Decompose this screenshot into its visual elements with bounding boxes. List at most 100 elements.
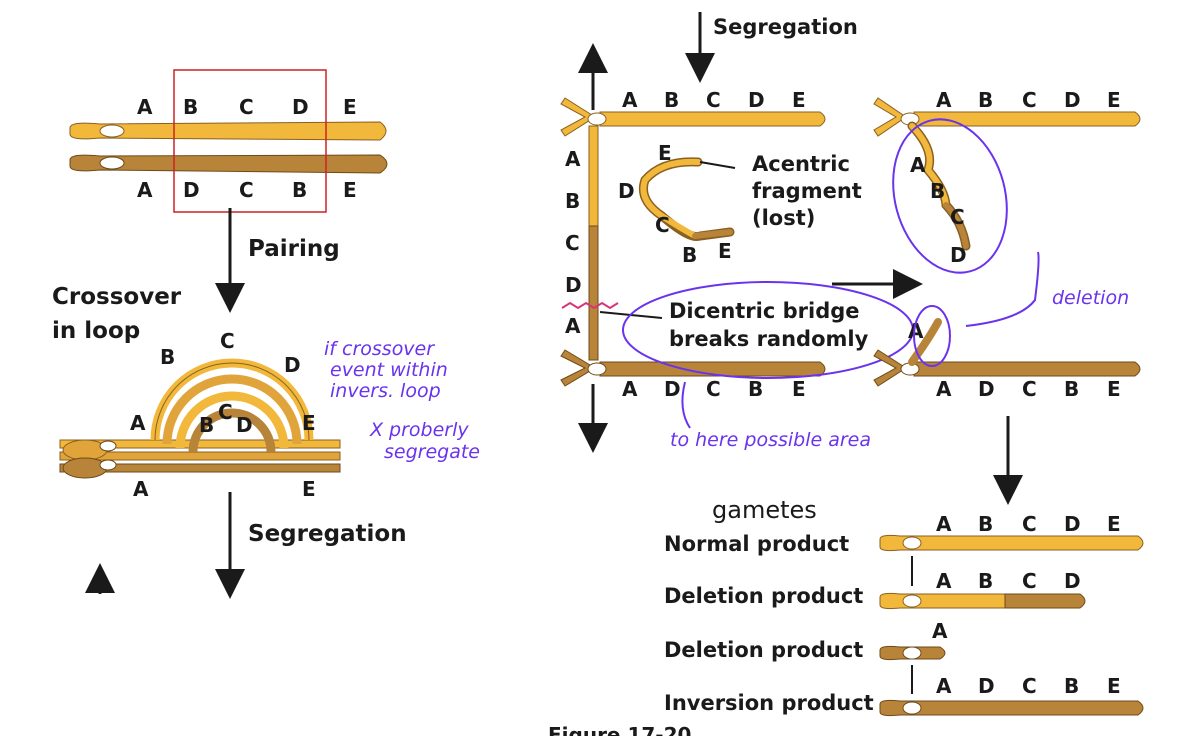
gene-label: E: [1107, 512, 1121, 536]
gene-label: B: [183, 95, 198, 119]
bottom-handwritten-note: to here possible area: [670, 429, 871, 451]
gene-label: D: [1064, 88, 1081, 112]
acentric-label-3: (lost): [752, 206, 815, 230]
dicentric-label-2: breaks randomly: [669, 327, 869, 351]
handwritten-note: segregate: [384, 441, 480, 463]
dicentric-annotation-circle: [622, 281, 914, 379]
gene-label: A: [137, 95, 153, 119]
gene-label: B: [978, 88, 993, 112]
gene-label: A: [565, 147, 581, 171]
figure-caption: Figure 17-20: [548, 723, 691, 736]
gene-label: D: [950, 243, 967, 267]
crossover-label: Crossover: [52, 284, 182, 310]
deletion-product-label: Deletion product: [664, 584, 863, 608]
gene-label: D: [748, 88, 765, 112]
gene-label: B: [1064, 674, 1079, 698]
deletion-note-pointer: [965, 251, 1040, 327]
gamete-deletion-2: [879, 645, 946, 661]
inversion-loop: [59, 358, 341, 479]
acentric-pointer: [699, 161, 736, 169]
bottom-chromosome: [69, 154, 388, 174]
gene-label: C: [239, 178, 254, 202]
bridge-bottom-chromosome: [560, 349, 826, 387]
gene-label: C: [1022, 512, 1037, 536]
gene-label: E: [718, 239, 732, 263]
pairing-label: Pairing: [248, 236, 340, 262]
bridge-top-chromosome: [560, 97, 826, 361]
gene-label: A: [932, 619, 948, 643]
gene-label: B: [292, 178, 307, 202]
gene-label: A: [908, 319, 924, 343]
normal-product-label: Normal product: [664, 532, 849, 556]
handwritten-note: if crossover: [324, 338, 435, 360]
gene-label: D: [284, 353, 301, 377]
gene-label: E: [792, 377, 806, 401]
gene-label: C: [220, 329, 235, 353]
inversion-product-label: Inversion product: [664, 691, 874, 715]
gene-label: D: [618, 179, 635, 203]
gene-label: A: [936, 674, 952, 698]
gene-label: C: [950, 205, 965, 229]
breakpoint-mark: [561, 301, 619, 310]
acentric-label-2: fragment: [752, 179, 862, 203]
gene-label: D: [183, 178, 200, 202]
gene-label: B: [978, 512, 993, 536]
small-annotation-circle: [913, 305, 951, 367]
acentric-label: Acentric: [752, 152, 850, 176]
gene-label: A: [910, 153, 926, 177]
gene-label: B: [199, 413, 214, 437]
gene-label: C: [1022, 377, 1037, 401]
handwritten-note: X proberly: [369, 419, 469, 441]
right-segregation-label: Segregation: [713, 15, 858, 39]
crossover-label-2: in loop: [52, 318, 140, 344]
gene-label: D: [978, 674, 995, 698]
inversion-highlight-box: [173, 69, 327, 213]
gene-label: B: [1064, 377, 1079, 401]
gene-label: B: [565, 189, 580, 213]
gene-label: A: [936, 377, 952, 401]
deletion-handwritten-note: deletion: [1052, 287, 1129, 309]
gene-label: E: [302, 477, 316, 501]
gene-label: B: [682, 243, 697, 267]
gene-label: C: [565, 231, 580, 255]
centromere-bottom: [99, 156, 125, 170]
gamete-normal: [879, 534, 1144, 552]
gene-label: E: [792, 88, 806, 112]
gene-label: D: [978, 377, 995, 401]
gene-label: E: [343, 178, 357, 202]
paired-chromosomes: [69, 69, 388, 213]
gene-label: C: [218, 400, 233, 424]
gene-label: E: [302, 411, 316, 435]
acentric-fragment-inner: [640, 158, 701, 239]
gene-label: A: [133, 477, 149, 501]
gene-label: E: [343, 95, 357, 119]
post-break-top-chromosome: [873, 97, 1141, 251]
gene-label: A: [130, 411, 146, 435]
gene-label: A: [622, 377, 638, 401]
gene-label: E: [1107, 377, 1121, 401]
centromere-top: [99, 124, 125, 138]
top-chromosome: [69, 121, 387, 141]
gene-label: B: [978, 569, 993, 593]
gene-label: B: [748, 377, 763, 401]
gene-label: B: [160, 345, 175, 369]
gene-label: C: [706, 377, 721, 401]
post-break-bottom-chromosome: [873, 318, 1141, 387]
gene-label: D: [664, 377, 681, 401]
gene-label: E: [1107, 88, 1121, 112]
gene-label: D: [1064, 569, 1081, 593]
gene-label: D: [292, 95, 309, 119]
gene-label: B: [664, 88, 679, 112]
acentric-fragment-dark: [692, 229, 733, 239]
deletion-annotation-circle: [892, 118, 1008, 274]
gene-label: A: [137, 178, 153, 202]
gene-label: C: [1022, 88, 1037, 112]
dicentric-label: Dicentric bridge: [669, 299, 860, 323]
gamete-deletion-1: [879, 592, 1086, 610]
gene-label: D: [236, 413, 253, 437]
gene-label: A: [936, 512, 952, 536]
handwritten-note: event within: [330, 359, 448, 381]
gene-label: C: [706, 88, 721, 112]
